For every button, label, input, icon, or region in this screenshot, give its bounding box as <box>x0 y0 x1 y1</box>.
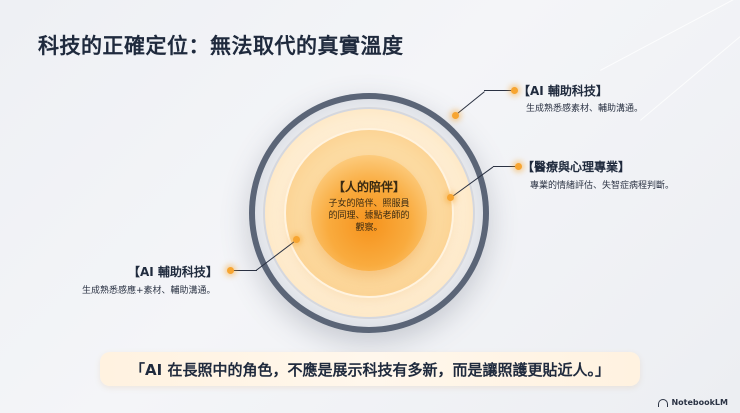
core-body-line: 的同理、據點老師的 <box>328 211 410 221</box>
connector-dot-top-right-end <box>511 87 518 94</box>
core-body-line: 觀察。 <box>355 223 383 233</box>
connector-dot-left <box>293 236 300 243</box>
connector-line-top-right <box>454 91 485 116</box>
connector-line-top-right-h <box>484 90 514 91</box>
slide-title: 科技的正確定位：無法取代的真實溫度 <box>38 34 404 58</box>
connector-dot-mid-right-end <box>515 163 522 170</box>
annotation-body-mid-right: 專業的情緒評估、失智症病程判斷。 <box>530 181 675 191</box>
annotation-title-left: 【AI 輔助科技】 <box>128 265 218 279</box>
core-body: 子女的陪伴、照服員 的同理、據點老師的 觀察。 <box>311 198 427 234</box>
annotation-title-mid-right: 【醫療與心理專業】 <box>522 160 631 174</box>
core-circle <box>311 155 427 271</box>
quote-box <box>100 352 640 386</box>
brand-watermark: NotebookLM <box>658 398 728 407</box>
annotation-title-top-right: 【AI 輔助科技】 <box>518 84 608 98</box>
decorative-line <box>600 0 740 71</box>
connector-dot-top-right <box>452 112 459 119</box>
connector-line-left-h <box>232 270 257 271</box>
core-body-line: 子女的陪伴、照服員 <box>328 199 410 209</box>
connector-dot-left-end <box>227 267 234 274</box>
decorative-line <box>640 30 740 121</box>
notebooklm-logo-icon <box>658 398 669 407</box>
annotation-body-left: 生成熟悉感應+素材、輔助溝通。 <box>82 286 216 296</box>
brand-name: NotebookLM <box>671 398 728 407</box>
core-title: 【人的陪伴】 <box>332 180 405 194</box>
quote-text: 「AI 在長照中的角色，不應是展示科技有多新，而是讓照護更貼近人。」 <box>130 361 610 379</box>
connector-dot-mid-right <box>447 194 454 201</box>
annotation-body-top-right: 生成熟悉感素材、輔助溝通。 <box>526 104 644 114</box>
connector-line-mid-right-h <box>493 166 517 167</box>
